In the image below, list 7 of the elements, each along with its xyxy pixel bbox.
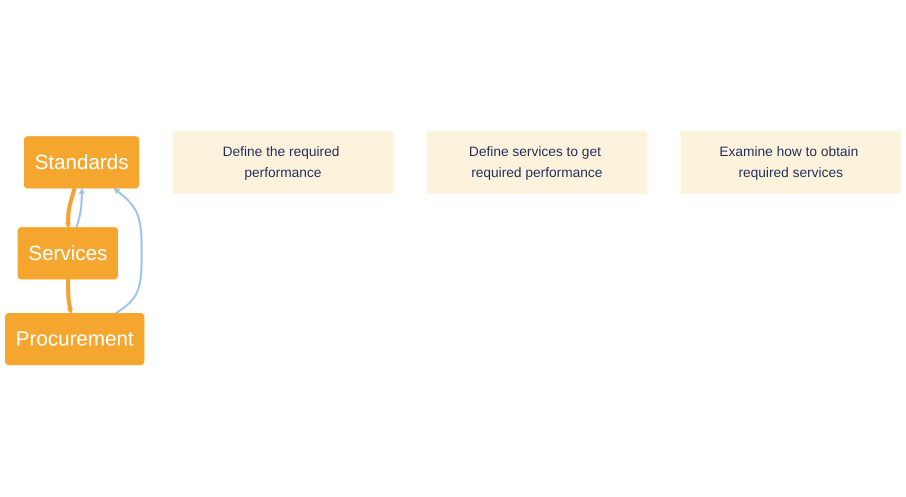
node-box: Define the required performance: [172, 132, 394, 194]
arrow: [66, 280, 73, 314]
arrow: [75, 188, 85, 229]
arrow: [114, 188, 143, 315]
arrow: [65, 188, 77, 229]
node-box: Define services to get required performance: [426, 132, 647, 194]
node-box: Examine how to obtain required services: [680, 132, 901, 194]
